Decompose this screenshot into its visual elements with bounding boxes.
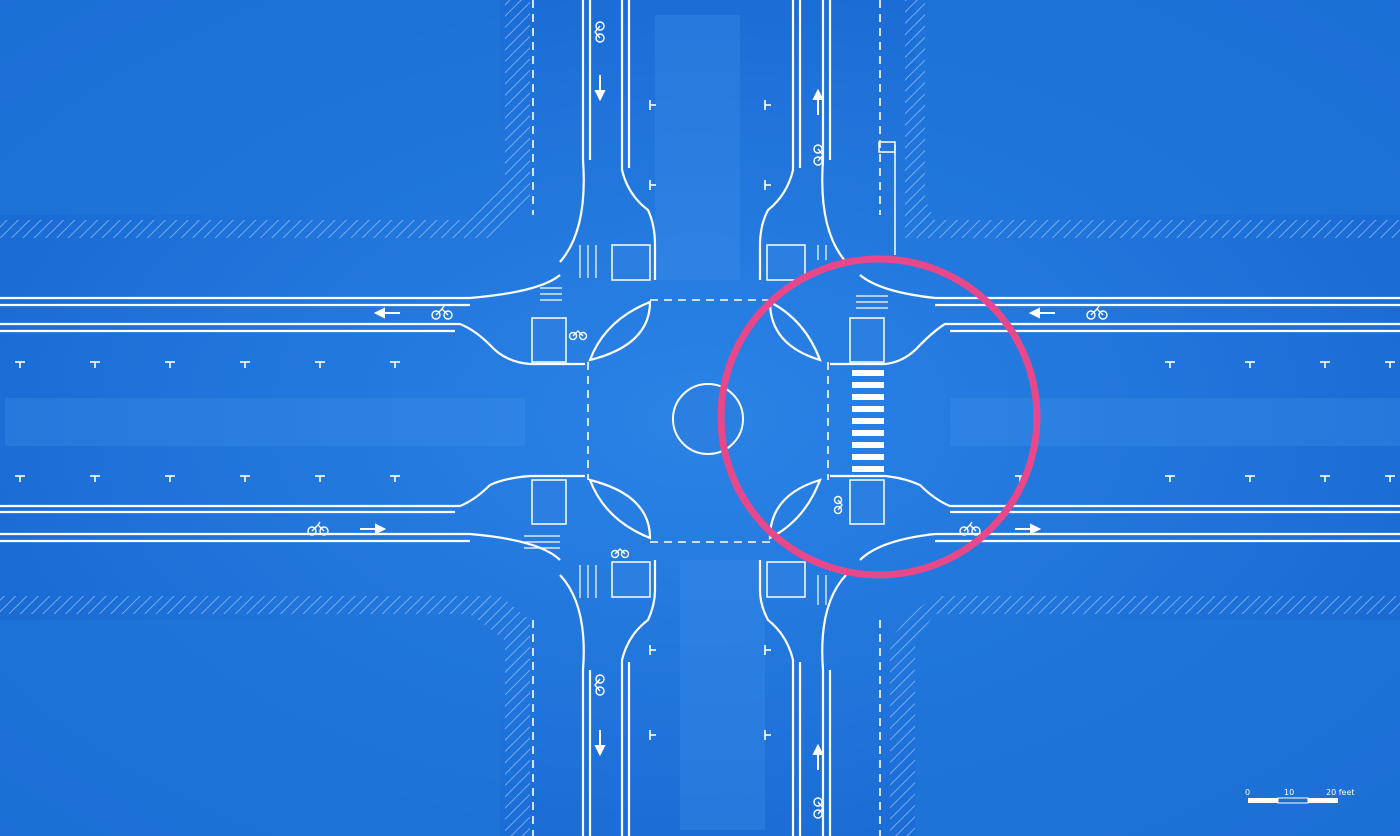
- arrow-icon: [360, 523, 387, 535]
- turn-arrows: [524, 245, 888, 605]
- arrow-icon: [1028, 307, 1055, 319]
- bicycle-icon: [307, 521, 329, 536]
- bicycle-icon: [1086, 305, 1108, 320]
- arrow-icon: [594, 730, 606, 757]
- arrow-icon: [373, 307, 400, 319]
- bicycle-markings: [307, 21, 1108, 819]
- bicycle-icon: [813, 144, 824, 166]
- signal-pole: [878, 141, 896, 255]
- scale-label-10: 10: [1284, 788, 1294, 797]
- bicycle-icon: [833, 495, 843, 515]
- scale-bar: 0 10 20 feet: [1245, 788, 1355, 804]
- highlight-circle: [717, 255, 1041, 579]
- bicycle-icon: [610, 548, 630, 559]
- direction-arrows: [360, 75, 1055, 770]
- lane-ticks: [15, 100, 1395, 740]
- arrow-icon: [1015, 523, 1042, 535]
- bicycle-icon: [813, 797, 824, 819]
- bike-boxes: [531, 244, 885, 598]
- scale-label-20: 20 feet: [1326, 788, 1355, 797]
- median-north: [655, 15, 740, 280]
- dashed-lines: [532, 0, 881, 836]
- median-east: [950, 398, 1400, 446]
- scale-label-0: 0: [1245, 788, 1250, 797]
- arrow-icon: [594, 75, 606, 102]
- bicycle-icon: [594, 21, 605, 43]
- crosswalk: [852, 370, 884, 472]
- center-island: [672, 383, 744, 455]
- bicycle-icon: [594, 674, 605, 696]
- bicycle-icon: [431, 305, 453, 320]
- median-west: [5, 398, 525, 446]
- median-south: [680, 560, 765, 830]
- arrow-icon: [812, 88, 824, 115]
- bicycle-icon: [568, 330, 588, 341]
- bicycle-icon: [959, 521, 981, 536]
- arrow-icon: [812, 743, 824, 770]
